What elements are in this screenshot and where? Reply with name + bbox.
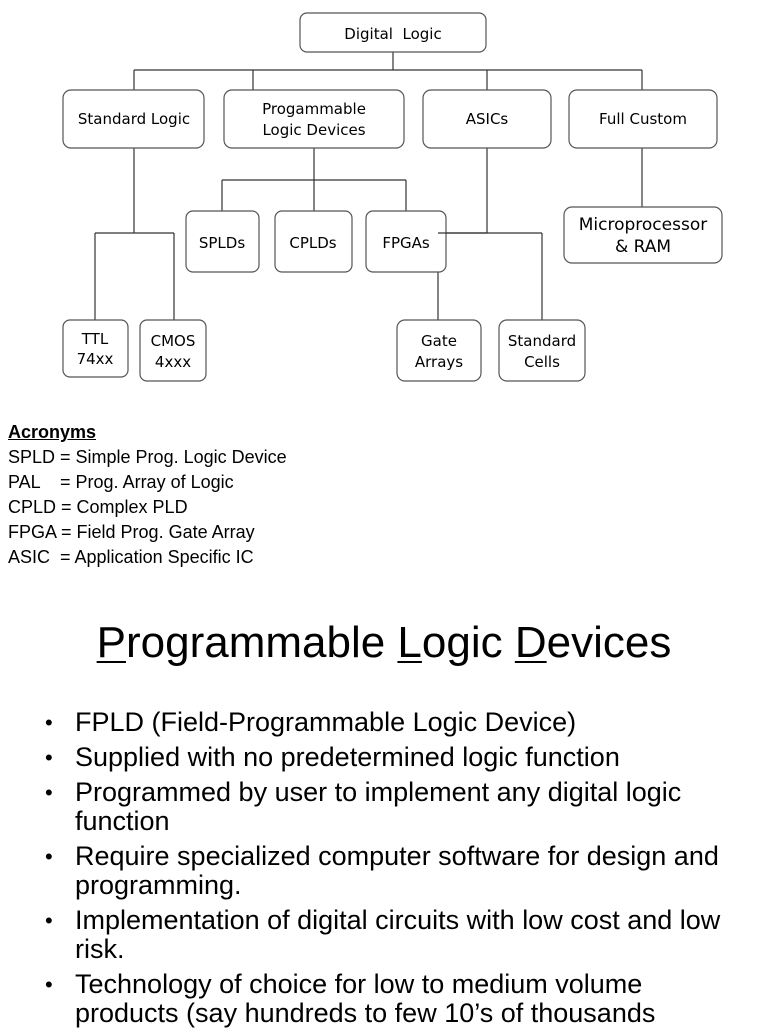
node-label-line1: Gate	[421, 332, 457, 350]
node-label: SPLDs	[199, 234, 245, 252]
node-label: Digital Logic	[344, 25, 441, 43]
node-label-line1: TTL	[81, 330, 109, 348]
node-splds: SPLDs	[185, 210, 260, 273]
node-digital-logic: Digital Logic	[299, 12, 487, 53]
node-programmable-logic-devices: Progammable Logic Devices	[223, 89, 405, 149]
bullet-item: • Implementation of digital circuits with…	[0, 906, 768, 964]
title-letter-p: P	[96, 618, 126, 667]
bullet-text: Require specialized computer software fo…	[75, 841, 719, 900]
node-label-line2: Cells	[524, 353, 560, 371]
bullet-text: Implementation of digital circuits with …	[75, 905, 721, 964]
bullet-text: Programmed by user to implement any digi…	[75, 777, 682, 836]
title-letter-l: L	[397, 618, 422, 667]
node-gate-arrays: Gate Arrays	[396, 319, 482, 382]
node-label-line1: Standard	[508, 332, 576, 350]
node-standard-cells: Standard Cells	[498, 319, 586, 382]
acronym-asic: ASIC = Application Specific IC	[8, 547, 254, 567]
bullet-item: • Supplied with no predetermined logic fu…	[0, 743, 768, 772]
bullet-glyph: •	[45, 844, 53, 869]
title-part-ogic: ogic	[421, 618, 515, 667]
bullet-list: •FPLD (Field-Programmable Logic Device) …	[0, 708, 768, 1034]
acronym-pal: PAL = Prog. Array of Logic	[8, 472, 234, 492]
bullet-item: • Programmed by user to implement any dig…	[0, 778, 768, 836]
node-label: CPLDs	[289, 234, 336, 252]
bullet-item: • Require specialized computer software f…	[0, 842, 768, 900]
slide-title: Programmable Logic Devices	[0, 618, 768, 668]
node-full-custom: Full Custom	[568, 89, 718, 149]
title-part-rogrammable: rogrammable	[125, 618, 398, 667]
node-label-line2: 4xxx	[155, 353, 191, 371]
node-label-line2: & RAM	[615, 237, 671, 257]
node-cmos-4xxx: CMOS 4xxx	[139, 319, 207, 382]
bullet-glyph: •	[45, 908, 53, 933]
acronym-cpld: CPLD = Complex PLD	[8, 497, 188, 517]
node-label-line2: 74xx	[77, 350, 114, 368]
bullet-item: • Technology of choice for low to medium …	[0, 970, 768, 1028]
logic-family-diagram: Digital Logic Standard Logic Progammable…	[62, 12, 723, 382]
node-label-line2: Arrays	[415, 353, 463, 371]
node-standard-logic: Standard Logic	[62, 89, 205, 149]
bullet-text: FPLD (Field-Programmable Logic Device)	[75, 707, 577, 737]
acronym-fpga: FPGA = Field Prog. Gate Array	[8, 522, 255, 542]
bullet-item: • FPLD (Field-Programmable Logic Device)	[0, 708, 768, 737]
node-fpgas: FPGAs	[365, 210, 447, 273]
bullet-glyph: •	[45, 710, 53, 735]
title-letter-d: D	[514, 618, 547, 667]
title-part-evices: evices	[546, 618, 672, 667]
node-ttl-74xx: TTL 74xx	[62, 319, 129, 378]
node-microprocessor-ram: Microprocessor & RAM	[563, 206, 723, 264]
node-label-line1: Microprocessor	[579, 215, 707, 235]
node-asics: ASICs	[422, 89, 552, 149]
bullet-glyph: •	[45, 780, 53, 805]
acronyms-heading: Acronyms	[8, 422, 97, 442]
node-label: FPGAs	[382, 234, 430, 252]
diagram-edges	[94, 52, 643, 320]
bullet-glyph: •	[45, 745, 53, 770]
bullet-text: Technology of choice for low to medium v…	[75, 969, 656, 1028]
node-label: ASICs	[466, 110, 509, 128]
node-label-line1: CMOS	[151, 332, 196, 350]
node-label: Full Custom	[599, 110, 687, 128]
node-label-line2: Logic Devices	[262, 121, 365, 139]
node-cplds: CPLDs	[274, 210, 353, 273]
acronyms-block: Acronyms SPLD = Simple Prog. Logic Devic…	[8, 420, 287, 570]
bullet-glyph: •	[45, 972, 53, 997]
acronym-spld: SPLD = Simple Prog. Logic Device	[8, 447, 287, 467]
node-label: Standard Logic	[78, 110, 190, 128]
node-label-line1: Progammable	[262, 100, 366, 118]
bullet-text: Supplied with no predetermined logic fun…	[75, 742, 620, 772]
